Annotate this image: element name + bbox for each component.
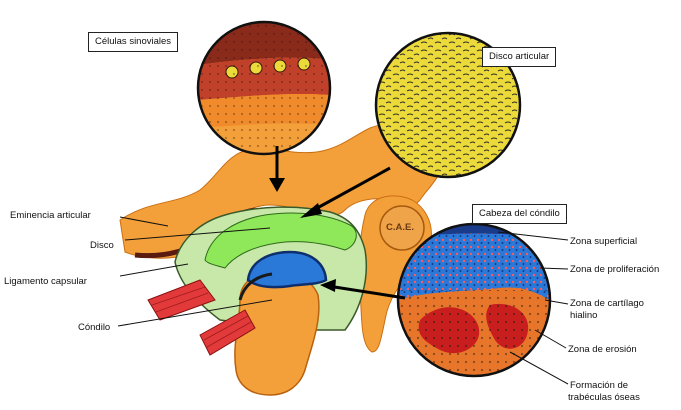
cae-label: C.A.E. [386, 222, 414, 233]
label-condyle: Cóndilo [78, 322, 110, 333]
label-hyaline-zone-2: hialino [570, 310, 597, 321]
label-articular-eminence: Eminencia articular [10, 210, 91, 221]
callout-condyle-head: Cabeza del cóndilo [472, 204, 567, 224]
label-trabeculae-2: trabéculas óseas [568, 392, 640, 403]
label-erosion-zone: Zona de erosión [568, 344, 637, 355]
mandible-ramus [235, 272, 319, 395]
callout-articular-disc: Disco articular [482, 47, 556, 67]
label-capsular-ligament: Ligamento capsular [4, 276, 87, 287]
callout-synovial-cells: Células sinoviales [88, 32, 178, 52]
label-hyaline-zone-1: Zona de cartílago [570, 298, 644, 309]
label-disc: Disco [90, 240, 114, 251]
label-proliferation-zone: Zona de proliferación [570, 264, 659, 275]
label-trabeculae-1: Formación de [570, 380, 628, 391]
label-superficial-zone: Zona superficial [570, 236, 637, 247]
